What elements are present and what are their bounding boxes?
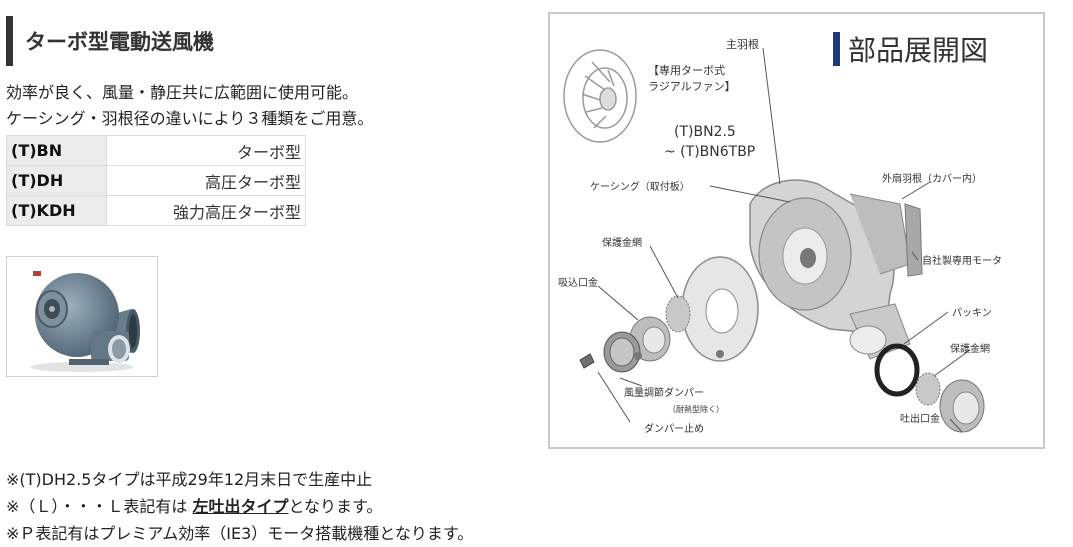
label-outlet: 吐出口金 [900, 412, 940, 425]
note-2-pre: ※（Ｌ）・・・Ｌ表記有は [6, 497, 193, 516]
model-range-2: ~ (T)BN6TBP [664, 144, 755, 160]
model-type: 高圧ターボ型 [106, 165, 306, 196]
damper-stop-knob [579, 353, 595, 369]
label-motor: 自社製専用モータ [922, 254, 1002, 267]
description-line-2: ケーシング・羽根径の違いにより３種類をご用意。 [6, 109, 374, 128]
screw [716, 350, 724, 358]
parts-exploded-diagram: 部品展開図 【専用ターボ式 ラジアルファン】 (T)BN2.5 ~ (T)BN6… [548, 12, 1045, 449]
model-type: ターボ型 [106, 135, 306, 166]
label-main-blade: 主羽根 [726, 37, 759, 51]
model-code: (T)BN [6, 135, 107, 166]
fan-note-1: 【専用ターボ式 [648, 64, 725, 77]
label-damper-note: （耐熱型除く） [668, 404, 724, 414]
guard-mesh-2 [915, 372, 941, 406]
model-type: 強力高圧ターボ型 [106, 195, 306, 226]
table-row: (T)KDH 強力高圧ターボ型 [6, 195, 306, 226]
screw [634, 352, 642, 360]
model-table: (T)BN ターボ型 (T)DH 高圧ターボ型 (T)KDH 強力高圧ターボ型 [6, 135, 306, 226]
notes: ※(T)DH2.5タイプは平成29年12月末日で生産中止 ※（Ｌ）・・・Ｌ表記有… [6, 466, 473, 547]
label-outer-fan: 外扇羽根（カバー内） [882, 172, 982, 185]
diagram-title: 部品展開図 [848, 34, 988, 67]
label-guard-mesh-2: 保護金網 [950, 342, 990, 355]
table-row: (T)DH 高圧ターボ型 [6, 165, 306, 196]
section-title: ターボ型電動送風機 [25, 30, 214, 54]
exploded-view: 部品展開図 【専用ターボ式 ラジアルファン】 (T)BN2.5 ~ (T)BN6… [558, 32, 1002, 435]
left-discharge-link[interactable]: 左吐出タイプ [192, 497, 289, 516]
fan-note-2: ラジアルファン】 [648, 80, 736, 93]
note-1: ※(T)DH2.5タイプは平成29年12月末日で生産中止 [6, 470, 373, 489]
label-damper-stop: ダンパー止め [644, 422, 704, 435]
label-damper: 風量調節ダンパー [624, 386, 704, 399]
note-3: ※Ｐ表記有はプレミアム効率（IE3）モータ搭載機種となります。 [6, 524, 474, 543]
damper [603, 331, 641, 373]
section-heading: ターボ型電動送風機 [6, 16, 526, 66]
model-range-1: (T)BN2.5 [674, 124, 736, 140]
packing-ring [874, 343, 920, 397]
label-guard-mesh-1: 保護金網 [602, 236, 642, 249]
model-code: (T)KDH [6, 195, 107, 226]
label-casing: ケーシング（取付板） [590, 180, 690, 193]
note-2: ※（Ｌ）・・・Ｌ表記有は 左吐出タイプとなります。 [6, 493, 473, 520]
diagram-title-bar [833, 32, 840, 66]
description-line-1: 効率が良く、風量・静圧共に広範囲に使用可能。 [6, 83, 359, 102]
label-intake: 吸込口金 [558, 276, 598, 289]
model-code: (T)DH [6, 165, 107, 196]
table-row: (T)BN ターボ型 [6, 135, 306, 166]
note-2-post: となります。 [288, 497, 383, 516]
radial-fan-icon [563, 49, 637, 143]
product-photo[interactable] [6, 256, 158, 377]
blower-illustration [30, 271, 140, 372]
leader-lines [597, 47, 971, 433]
guard-mesh-1 [665, 295, 691, 333]
label-packing: パッキン [952, 307, 992, 319]
outlet-flange [939, 379, 985, 433]
description: 効率が良く、風量・静圧共に広範囲に使用可能。 ケーシング・羽根径の違いにより３種… [6, 80, 373, 132]
casing-shape [749, 179, 923, 360]
